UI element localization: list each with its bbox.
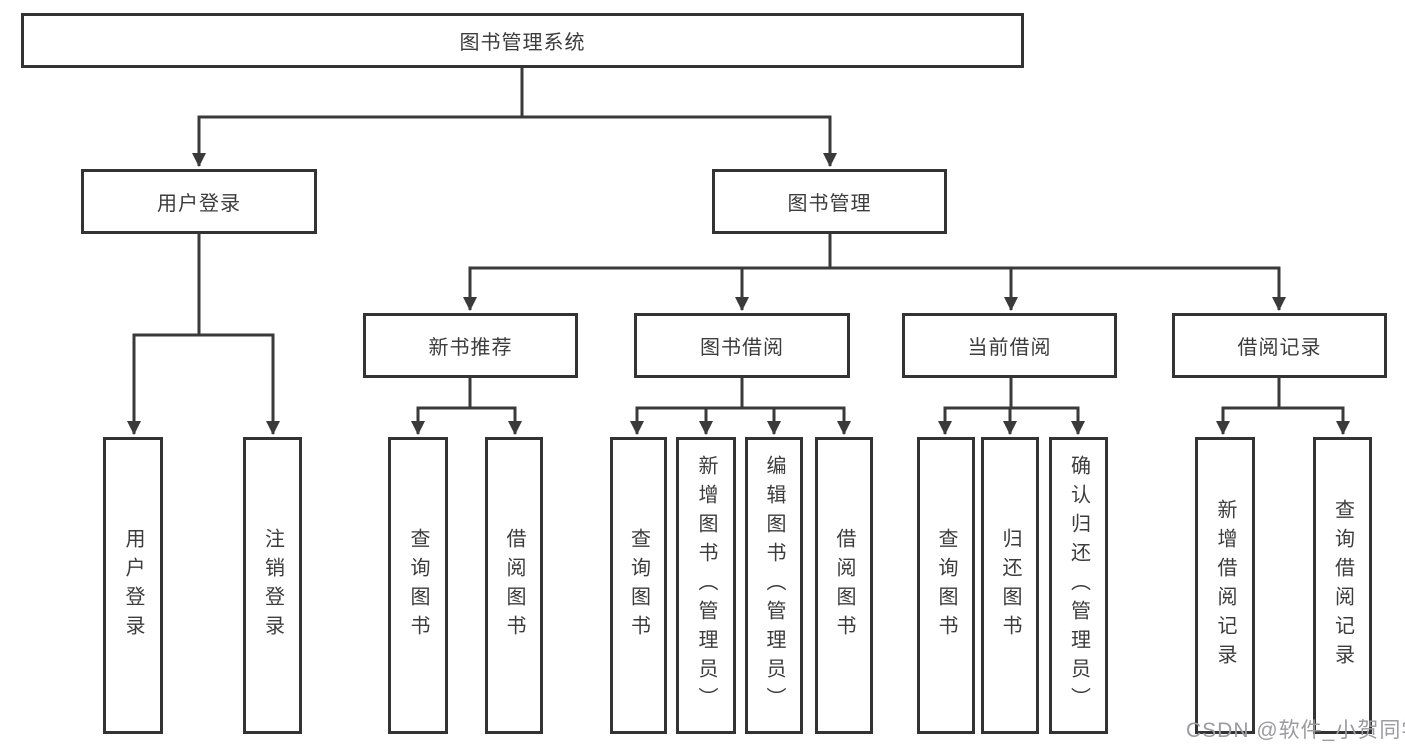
- leaf-records-add-record: 新增借阅记录: [1195, 437, 1255, 734]
- leaf-current-return-books: 归还图书: [981, 437, 1039, 734]
- node-new-book-recommend: 新书推荐: [363, 313, 578, 378]
- node-book-borrowing: 图书借阅: [634, 313, 850, 378]
- node-book-management: 图书管理: [712, 169, 947, 234]
- node-borrowing-records: 借阅记录: [1172, 313, 1387, 378]
- leaf-borrowing-borrow-books: 借阅图书: [815, 437, 873, 734]
- leaf-recommend-query-books: 查询图书: [388, 437, 448, 734]
- leaf-borrowing-edit-books-admin: 编辑图书（管理员）: [745, 437, 803, 734]
- leaf-current-query-books: 查询图书: [917, 437, 975, 734]
- leaf-borrowing-query-books: 查询图书: [610, 437, 667, 734]
- leaf-recommend-borrow-books: 借阅图书: [485, 437, 543, 734]
- node-current-borrowing: 当前借阅: [902, 313, 1117, 378]
- leaf-user-login: 用户登录: [103, 437, 163, 734]
- leaf-current-confirm-return-admin: 确认归还（管理员）: [1049, 437, 1108, 734]
- csdn-watermark: CSDN @软件_小贺同学: [1186, 719, 1405, 742]
- leaf-borrowing-add-books-admin: 新增图书（管理员）: [676, 437, 736, 734]
- node-root-system: 图书管理系统: [21, 13, 1024, 68]
- leaf-logout: 注销登录: [243, 437, 302, 734]
- node-user-login: 用户登录: [81, 169, 317, 234]
- leaf-records-query-record: 查询借阅记录: [1313, 437, 1372, 734]
